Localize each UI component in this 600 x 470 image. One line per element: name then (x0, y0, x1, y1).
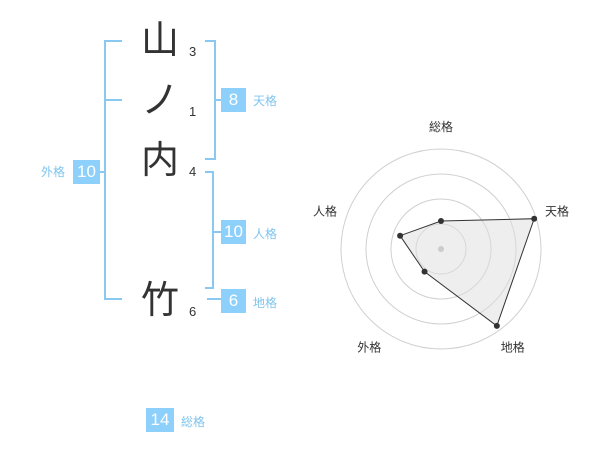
stroke-count-3: 4 (189, 164, 197, 179)
soukaku-label: 総格 (181, 415, 206, 429)
surname-char-3: 内 (140, 138, 179, 182)
radar-point-5 (397, 232, 404, 239)
tenkaku-bracket-bottom (205, 158, 216, 160)
gaikaku-bracket-top (104, 40, 122, 42)
radar-axis-label-1: 総格 (429, 119, 453, 134)
stroke-count-2: 1 (189, 104, 197, 119)
radar-points (397, 215, 538, 329)
tenkaku-bracket-top (205, 40, 216, 42)
radar-axis-label-2: 天格 (545, 203, 569, 218)
surname-char-2: ノ (140, 78, 179, 122)
radar-point-1 (438, 218, 444, 224)
chikaku-connector (207, 298, 221, 300)
given-char-1: 竹 (140, 278, 179, 322)
jinkaku-bracket-top (205, 171, 214, 173)
jinkaku-bracket-bottom (205, 287, 214, 289)
gaikaku-score: 10 (73, 160, 100, 184)
stroke-count-1: 3 (189, 44, 197, 59)
radar-center-dot (438, 246, 444, 252)
radar-point-3 (493, 322, 500, 329)
chikaku-label: 地格 (253, 296, 278, 310)
surname-char-1: 山 (140, 18, 179, 62)
gaikaku-label: 外格 (41, 165, 66, 179)
radar-point-4 (421, 268, 428, 275)
radar-axis-label-4: 外格 (357, 340, 381, 355)
radar-polygon (399, 218, 535, 327)
tenkaku-score: 8 (221, 88, 246, 112)
jinkaku-score: 10 (221, 220, 246, 244)
radar-ring (340, 148, 542, 350)
gaikaku-bracket-vertical (104, 40, 106, 300)
jinkaku-bracket-vertical (212, 171, 214, 289)
jinkaku-connector (212, 231, 221, 233)
gaikaku-connector (99, 171, 105, 173)
soukaku-score: 14 (146, 408, 174, 432)
tenkaku-connector (214, 99, 221, 101)
radar-axis-label-3: 地格 (501, 340, 525, 355)
jinkaku-label: 人格 (253, 227, 278, 241)
gaikaku-bracket-mid (104, 99, 122, 101)
stroke-count-4: 6 (189, 304, 197, 319)
gaikaku-bracket-bottom (104, 298, 122, 300)
tenkaku-label: 天格 (253, 94, 278, 108)
radar-axis-label-5: 人格 (313, 203, 337, 218)
radar-point-2 (531, 215, 538, 222)
chikaku-score: 6 (221, 289, 246, 313)
